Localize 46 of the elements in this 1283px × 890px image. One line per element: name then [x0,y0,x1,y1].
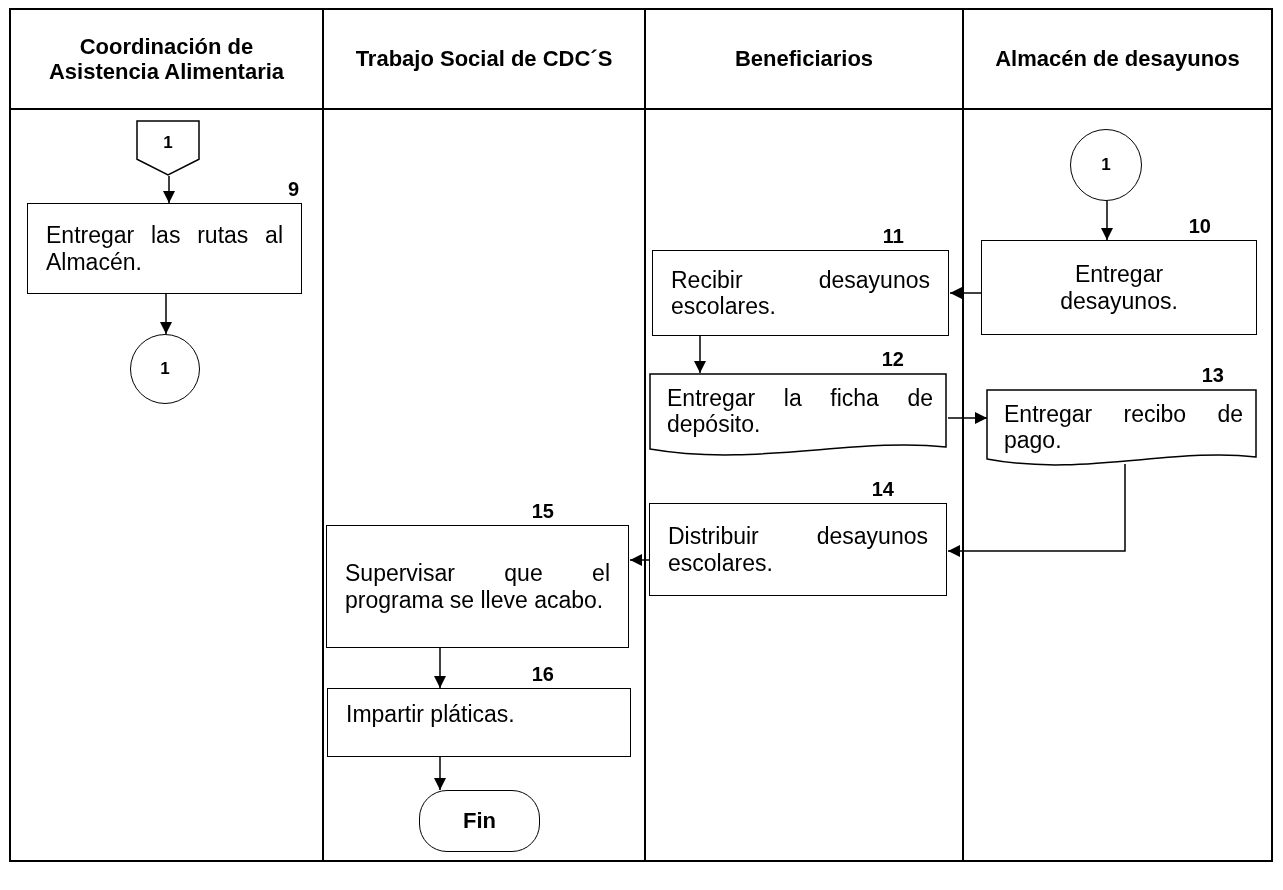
step-text: Recibir desayunos escolares. [671,266,930,320]
arrow [434,647,446,689]
step-text: Distribuir desayunos escolares. [668,523,928,576]
process-box [652,250,949,336]
process-box [327,688,631,757]
step-number: 14 [871,478,894,501]
step-number: 11 [882,225,904,248]
arrow [947,463,1126,557]
arrow [163,175,175,204]
step-text: Entregar desayunos. [1059,261,1179,314]
off-page-connector [136,120,200,176]
process-box [27,203,302,294]
lane-header: Trabajo Social de CDC´S [324,10,644,110]
swimlane [962,8,1273,862]
terminal-shape [419,790,540,852]
lane-header: Coordinación de Asistencia Alimentaria [11,10,322,110]
swimlane [322,8,646,862]
lane-header: Beneficiarios [646,10,962,110]
process-box [981,240,1257,335]
step-text: Entregar las rutas al Almacén. [46,222,283,275]
step-number: 12 [881,348,904,371]
connector-number: 1 [163,133,173,153]
connector-number: 1 [160,359,170,379]
step-number: 13 [1201,364,1224,387]
arrow [947,412,988,424]
step-number: 10 [1188,215,1211,238]
swimlane [9,8,324,862]
step-text: Entregar la ficha de depósito. [667,385,933,438]
step-number: 15 [531,500,554,523]
arrow [434,756,446,791]
connector-number: 1 [1101,155,1111,175]
swimlane [644,8,964,862]
arrow [160,293,172,335]
step-text: Supervisar que el programa se lleve acabo. [345,560,610,613]
arrow [629,554,651,566]
terminal-label: Fin [463,808,496,834]
lane-header: Almacén de desayunos [964,10,1271,110]
arrow [949,287,983,299]
arrow [694,335,706,374]
process-box [649,503,947,596]
step-number: 9 [287,178,299,201]
process-box [326,525,629,648]
arrow [1101,200,1113,241]
step-text: Entregar recibo de pago. [1004,401,1243,454]
step-number: 16 [531,663,554,686]
step-text: Impartir pláticas. [346,701,516,728]
